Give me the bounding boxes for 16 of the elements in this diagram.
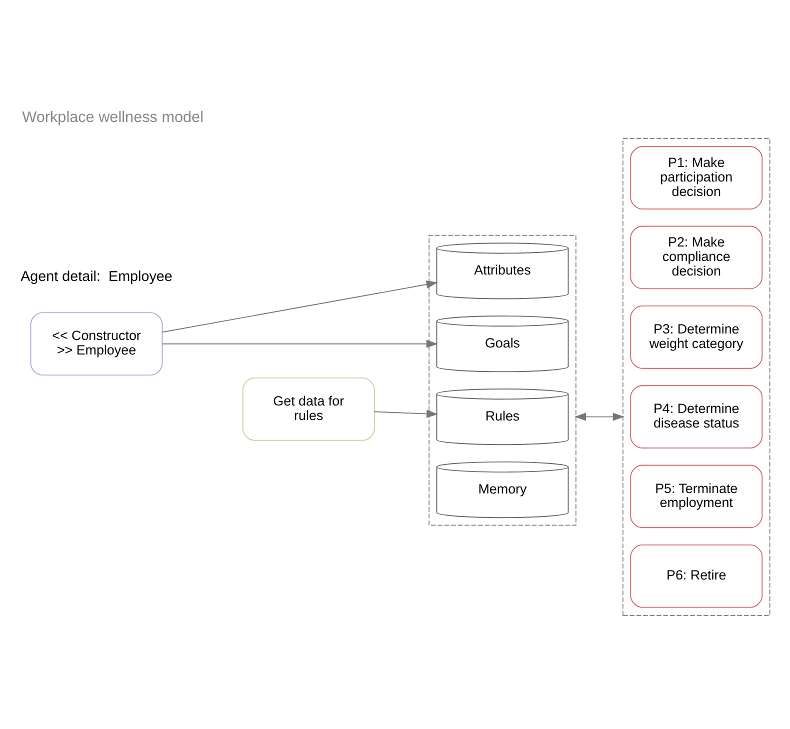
arrow [374, 410, 438, 418]
diagram-title: Workplace wellness model [22, 108, 204, 126]
arrow [574, 412, 624, 421]
node-box: << Constructor >> Employee [30, 312, 163, 376]
node-box: P4: Determine disease status [630, 385, 763, 448]
node-box: P1: Make participation decision [630, 146, 763, 210]
cluster [622, 138, 770, 616]
arrow [162, 280, 438, 333]
arrow [162, 340, 438, 348]
node-box: P5: Terminate employment [630, 464, 763, 528]
node-box: P3: Determine weight category [630, 305, 763, 369]
label: Agent detail: Employee [20, 269, 172, 285]
cluster [428, 234, 576, 526]
node-box: P2: Make compliance decision [630, 226, 763, 290]
node-box: Get data for rules [242, 377, 375, 441]
node-box: P6: Retire [630, 544, 763, 608]
